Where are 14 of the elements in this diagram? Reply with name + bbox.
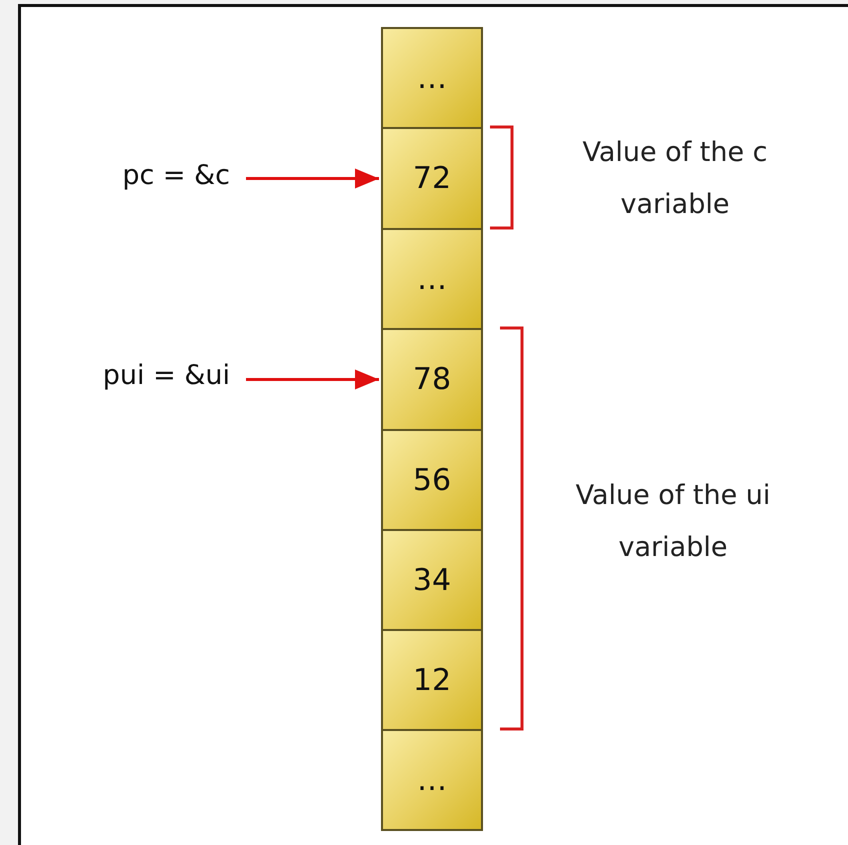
memory-cell: 12 bbox=[381, 629, 483, 731]
memory-cell: 72 bbox=[381, 127, 483, 230]
memory-cell: … bbox=[381, 228, 483, 330]
arrow bbox=[246, 168, 379, 188]
bracket-label: Value of the ui variable bbox=[574, 479, 772, 565]
memory-cell: 34 bbox=[381, 529, 483, 631]
pointer-label: pui = &ui bbox=[102, 360, 230, 391]
bracket-label: Value of the c variable bbox=[581, 136, 769, 222]
arrow bbox=[246, 370, 379, 390]
memory-cell: 56 bbox=[381, 429, 483, 531]
memory-cell: 78 bbox=[381, 328, 483, 431]
memory-cell: … bbox=[381, 27, 483, 129]
memory-cell: … bbox=[381, 729, 483, 831]
pointer-label: pc = &c bbox=[122, 160, 230, 191]
